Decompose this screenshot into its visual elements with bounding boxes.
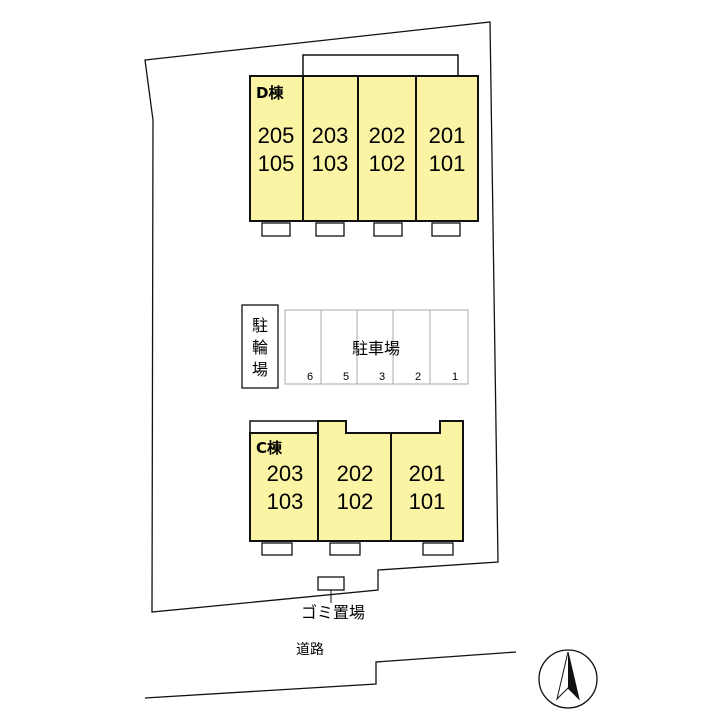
road-label: 道路 [296,642,324,658]
unit-number: 201 [429,123,466,148]
building-c-label: C棟 [256,439,283,457]
unit-number: 102 [369,151,406,176]
garbage-area: ゴミ置場 [301,576,365,622]
unit-number: 101 [429,151,466,176]
building-c-roof-strip [249,420,318,433]
building-d-unit[interactable] [357,75,417,222]
building-c: C棟 203 103 202 102 201 101 [249,420,464,556]
unit-number: 103 [312,151,349,176]
garbage-label: ゴミ置場 [301,603,365,622]
unit-number: 105 [258,151,295,176]
parking-space-number: 2 [415,371,421,383]
building-d-label: D棟 [256,84,284,102]
bicycle-parking-label: 輪 [252,338,268,357]
car-parking: 駐車場 6 5 3 2 1 [284,309,469,385]
parking-space-number: 3 [379,371,385,383]
building-d-roof-strip [302,54,459,76]
bicycle-parking: 駐 輪 場 [241,304,279,389]
road-edge [144,651,517,699]
unit-number: 203 [267,461,304,486]
property-boundary [144,21,499,613]
entrance-step [261,222,291,237]
bicycle-parking-label: 駐 [252,316,268,335]
building-d-unit[interactable] [302,75,359,222]
entrance-step [373,222,403,237]
unit-number: 201 [409,461,446,486]
bicycle-parking-label: 場 [252,360,268,379]
parking-label: 駐車場 [352,339,400,358]
building-d: D棟 205 105 203 103 202 102 201 101 [249,75,479,237]
entrance-step [422,542,454,556]
unit-number: 102 [337,489,374,514]
unit-number: 202 [337,461,374,486]
unit-number: 103 [267,489,304,514]
building-c-unit[interactable] [390,420,464,542]
unit-number: 203 [312,123,349,148]
parking-space-number: 5 [343,371,349,383]
entrance-step [329,542,361,556]
parking-space-number: 1 [452,371,458,383]
building-d-unit[interactable] [415,75,479,222]
entrance-step [261,542,293,556]
north-arrow-icon [538,649,598,709]
unit-number: 101 [409,489,446,514]
unit-number: 202 [369,123,406,148]
entrance-step [431,222,461,237]
parking-space-number: 6 [307,371,313,383]
entrance-step [315,222,345,237]
unit-number: 205 [258,123,295,148]
